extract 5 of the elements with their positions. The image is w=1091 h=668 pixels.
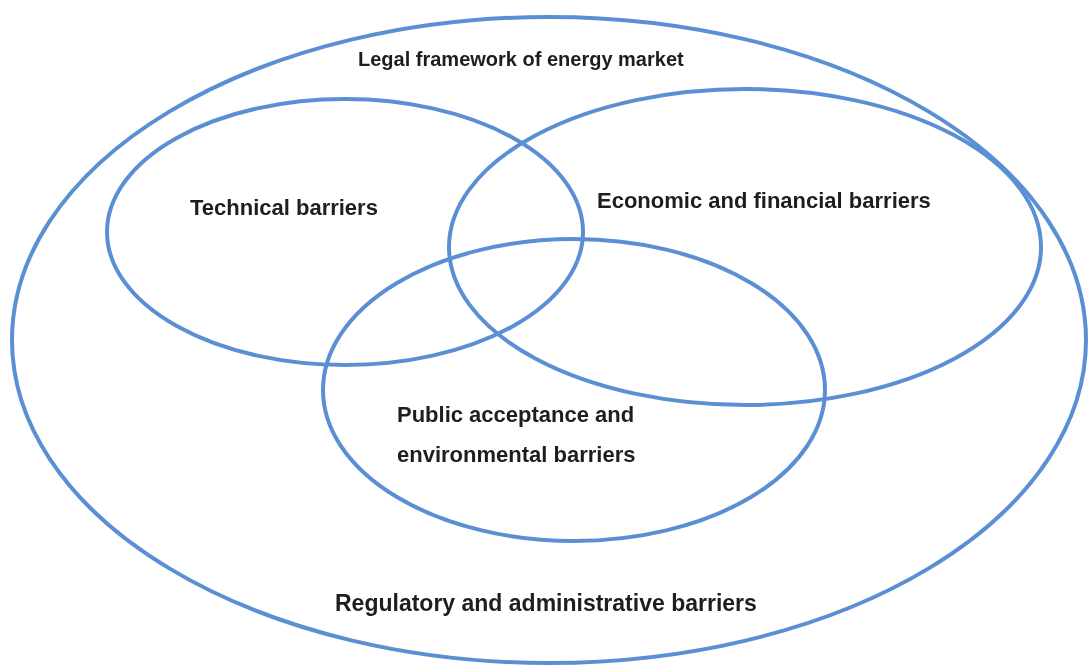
set-label: Technical barriers: [190, 195, 378, 221]
set-label: Legal framework of energy market: [358, 48, 684, 71]
set-label: Economic and financial barriers: [597, 188, 931, 214]
set-label: Public acceptance and environmental barriers: [397, 401, 637, 469]
set-label: Regulatory and administrative barriers: [335, 590, 757, 617]
